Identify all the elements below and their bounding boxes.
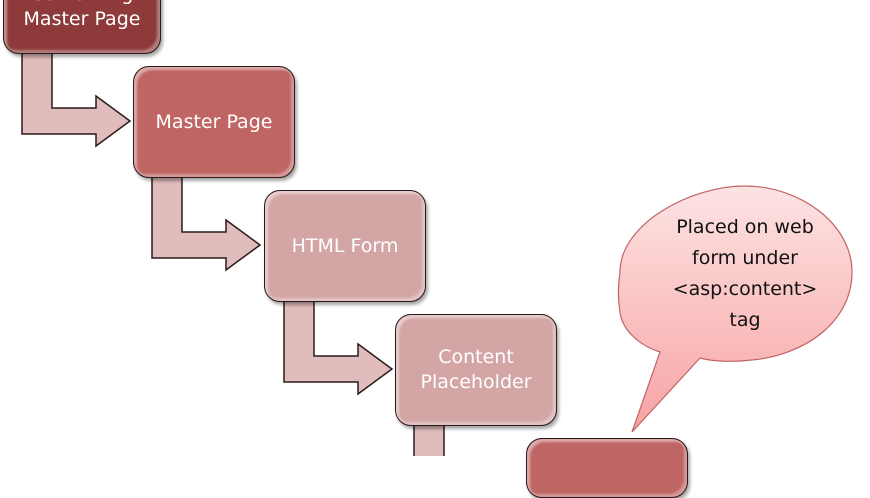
node-label-line: Master Page <box>23 8 141 30</box>
bent-arrow-icon <box>151 175 262 272</box>
node-label-line: Master Page <box>155 110 273 133</box>
node-last-step <box>526 438 688 498</box>
bent-arrow-icon <box>283 299 394 396</box>
bent-arrow-icon <box>413 423 445 456</box>
bent-arrow-icon <box>21 51 132 148</box>
node-label-line: HTML Form <box>291 234 399 257</box>
callout-line: Placed on web <box>676 216 814 238</box>
callout-line: form under <box>692 247 798 269</box>
node-containing-master-page: Containing Master Page <box>3 0 161 54</box>
node-label-line: Content <box>438 346 514 368</box>
node-master-page: Master Page <box>133 66 295 178</box>
node-label-line: Containing <box>24 0 141 7</box>
node-html-form: HTML Form <box>264 190 426 302</box>
callout-line: tag <box>729 309 761 331</box>
callout-text: Placed on web form under <asp:content> t… <box>640 212 850 336</box>
diagram-canvas: Containing Master Page Master Page HTML … <box>3 0 853 498</box>
callout-line: <asp:content> <box>672 278 818 300</box>
node-label-line: Placeholder <box>420 371 532 393</box>
connectors-layer <box>21 51 853 456</box>
speech-bubble-shape <box>617 185 853 433</box>
node-content-placeholder: Content Placeholder <box>395 314 557 426</box>
